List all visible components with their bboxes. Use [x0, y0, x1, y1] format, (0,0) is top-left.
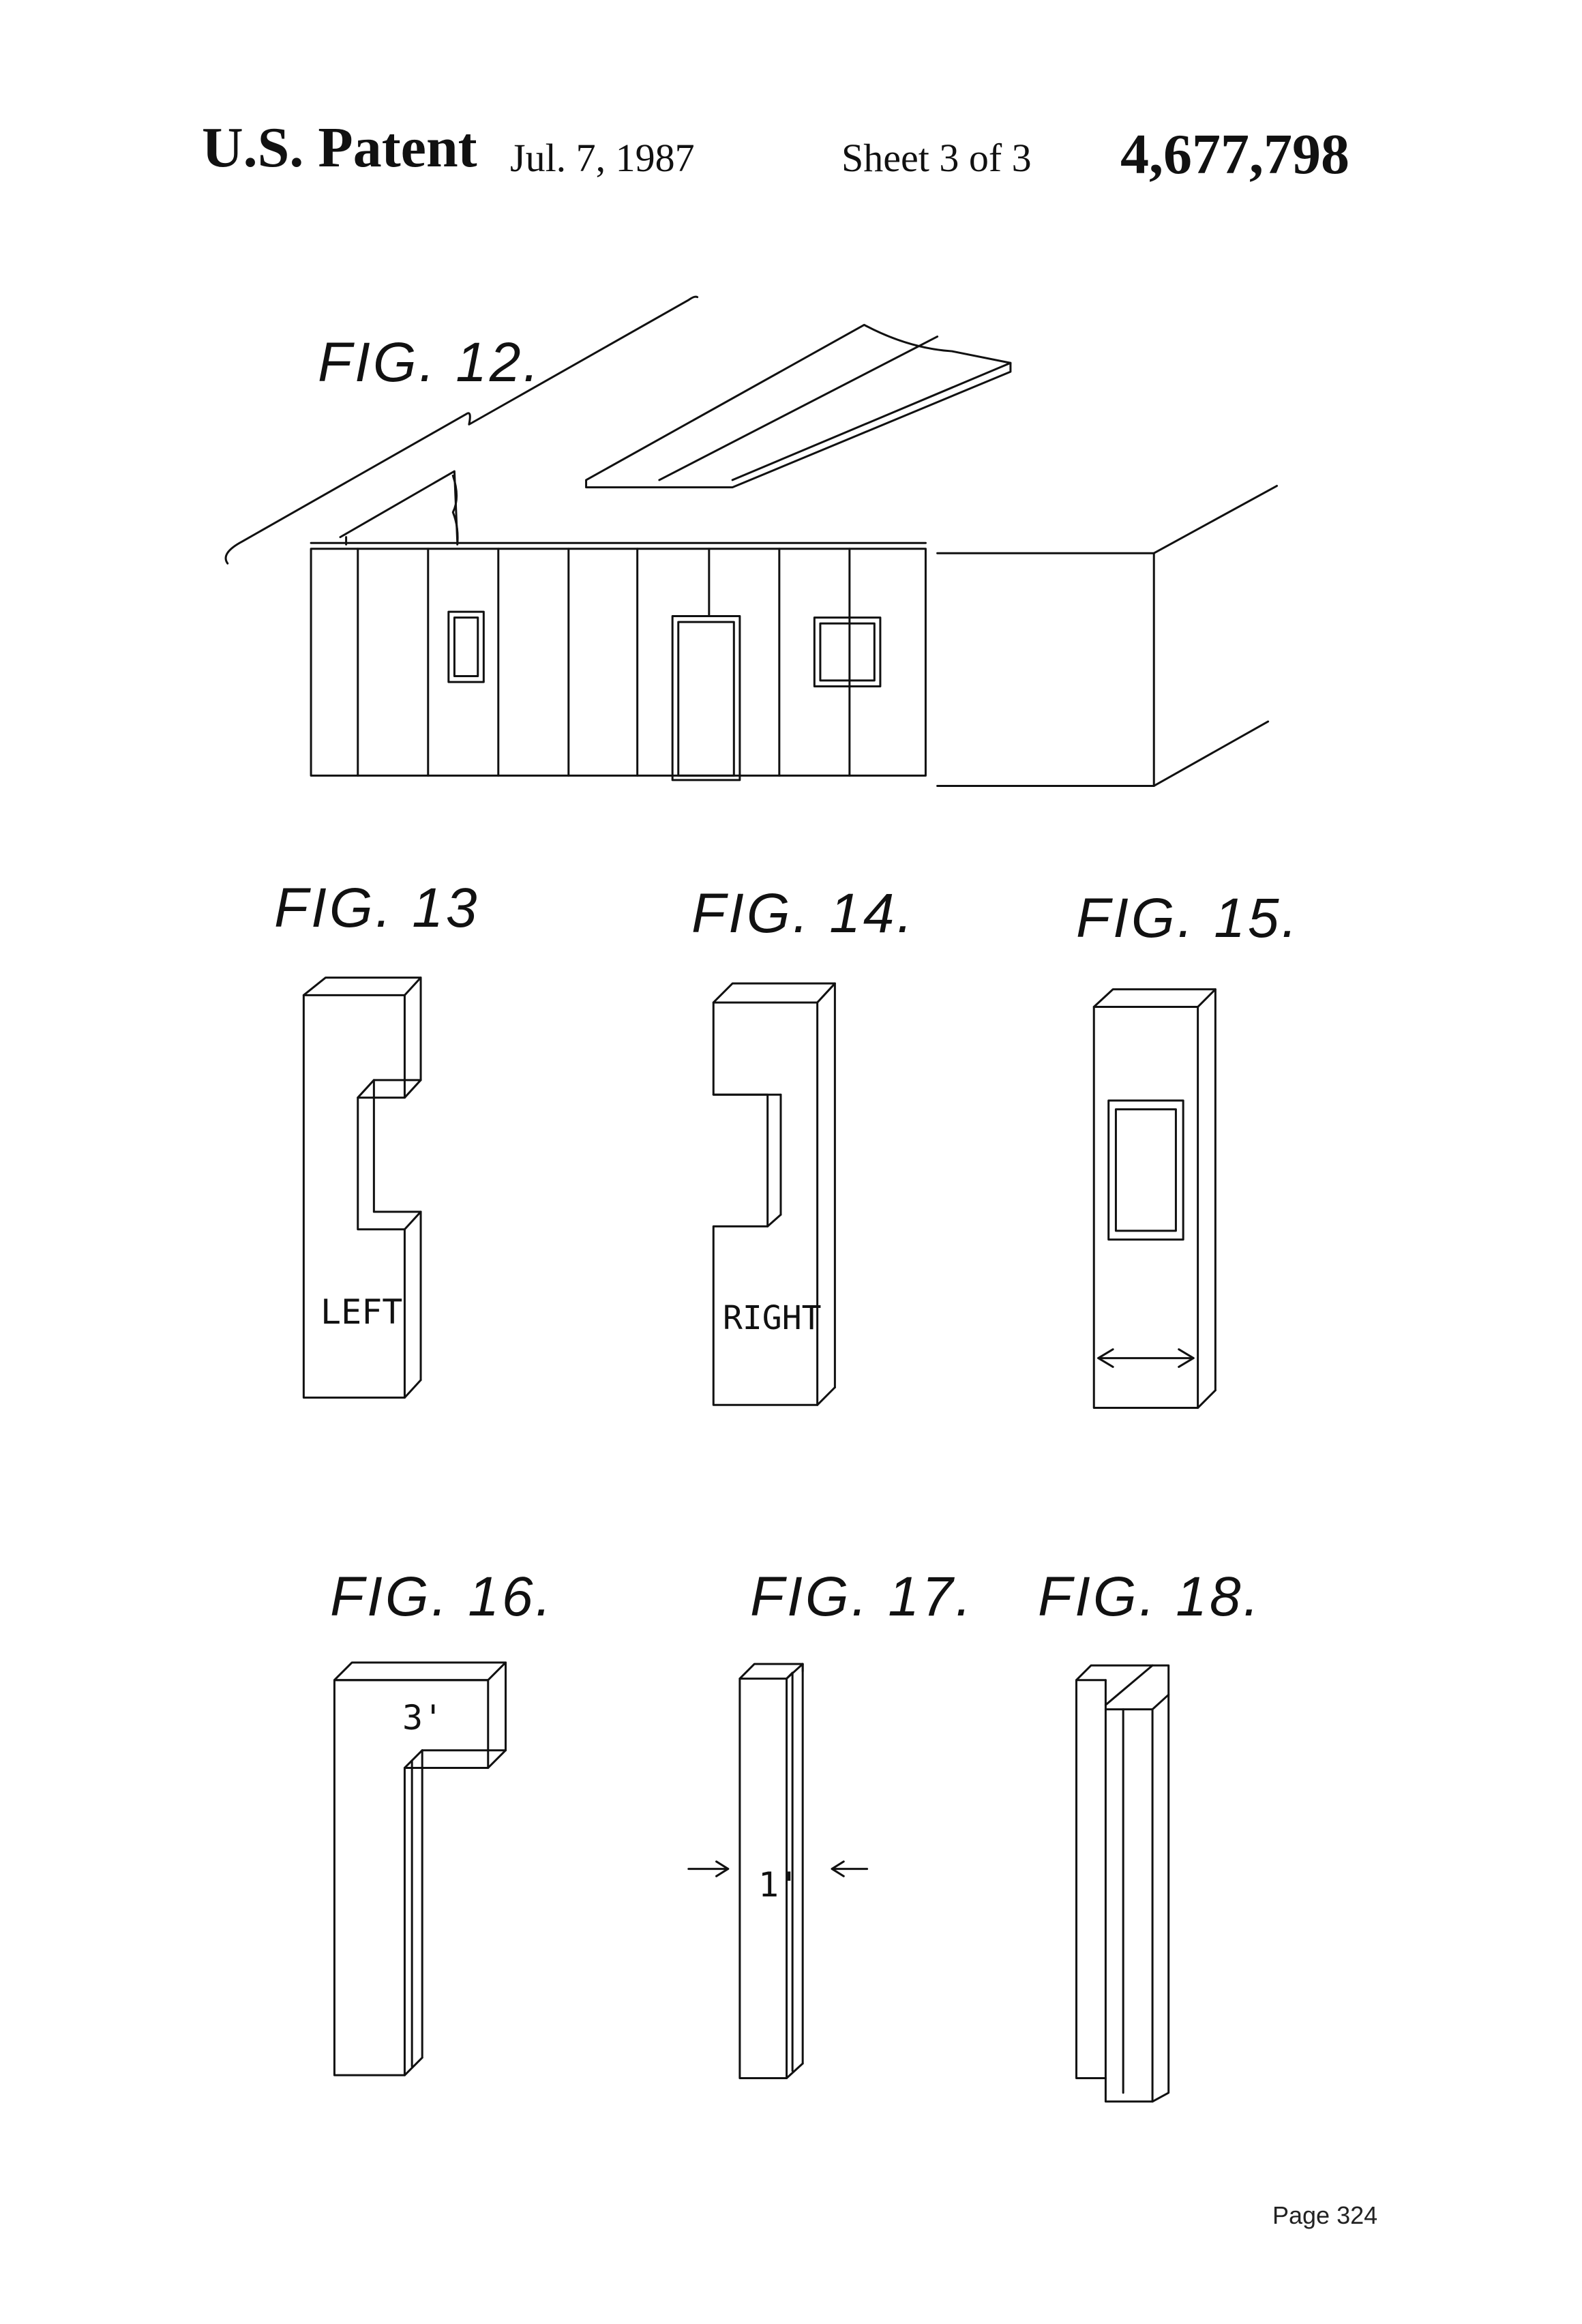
fig-15-window-panel — [1094, 989, 1215, 1408]
fig-13-left-panel — [303, 978, 421, 1398]
fig-14-right-panel — [713, 983, 835, 1405]
fig-18-corner-post — [1076, 1665, 1168, 2102]
fig-17-strip-panel — [689, 1664, 867, 2078]
fig-12-house-wall — [226, 297, 1277, 786]
fig-16-corner-panel — [334, 1663, 505, 2075]
